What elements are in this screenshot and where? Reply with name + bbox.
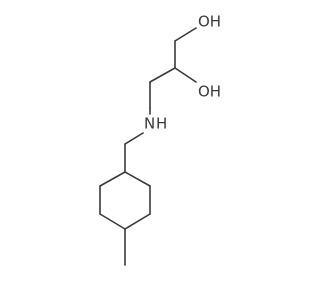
bond-n-ch2 [124, 132, 144, 145]
label-nitrogen: N [144, 115, 155, 133]
ring-bond-1 [124, 171, 151, 187]
bonds [99, 27, 197, 266]
ring-bond-3 [124, 213, 151, 230]
bond-c2-oh [174, 67, 197, 83]
ring-bond-4 [99, 213, 126, 230]
bond-c2-c3 [149, 67, 176, 83]
ring-bond-6 [99, 171, 126, 187]
label-oh-top: OH [198, 13, 221, 31]
label-nitrogen-hydrogen: H [156, 115, 167, 133]
bond-c1-oh [174, 27, 197, 42]
label-oh-middle: OH [198, 83, 221, 101]
atom-labels: OH OH N H [144, 13, 221, 133]
structure-canvas: OH OH N H [99, 13, 221, 266]
